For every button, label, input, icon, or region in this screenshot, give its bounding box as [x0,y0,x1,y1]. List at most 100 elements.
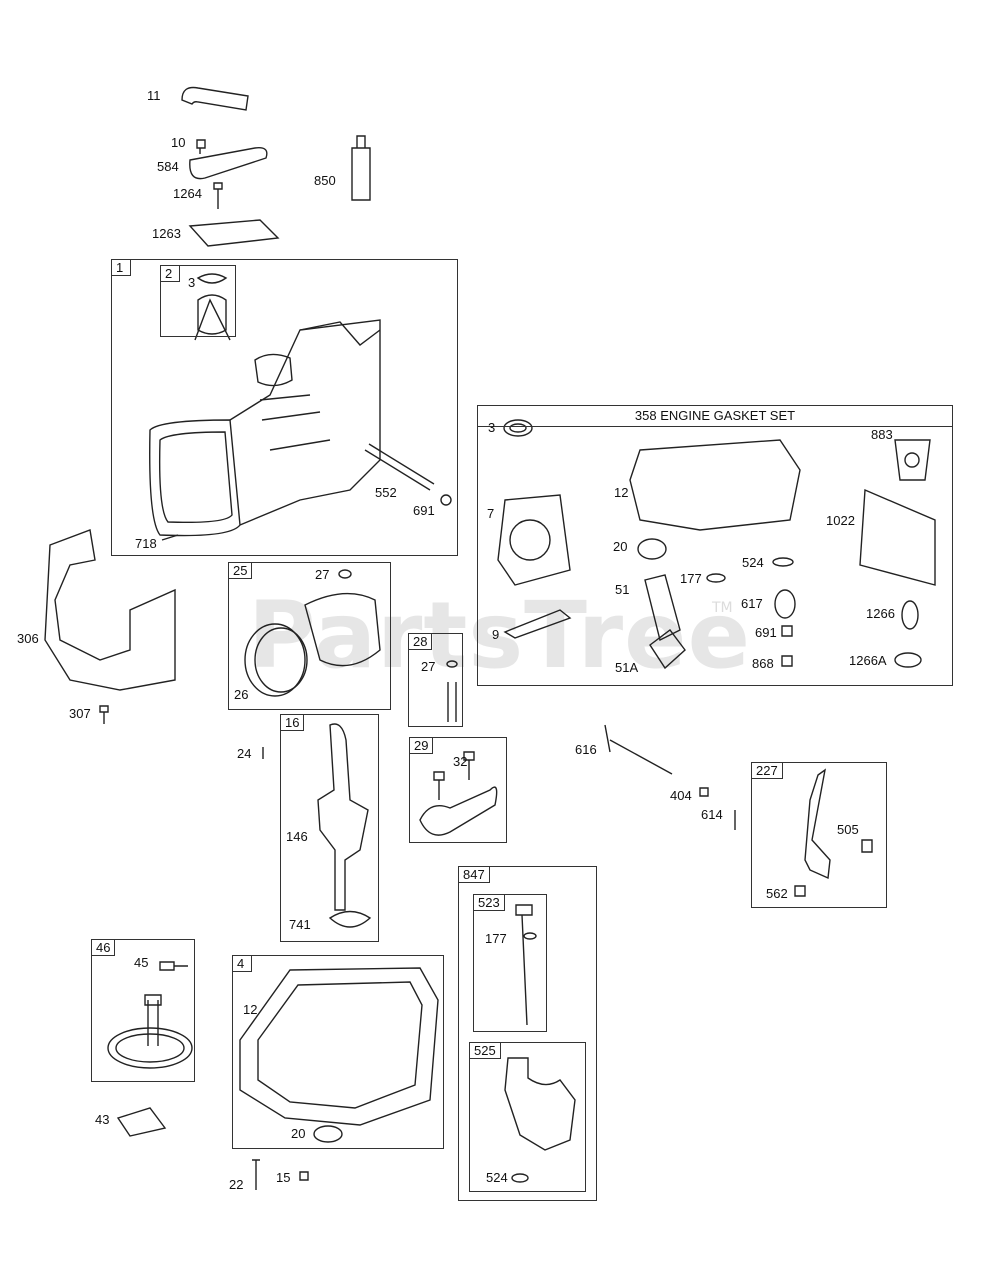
gasket-label-3: 3 [488,420,496,435]
part-label-20: 20 [291,1126,306,1141]
part-label-45: 45 [134,955,149,970]
assembly-box-227: 227 [751,762,887,908]
box-label-16: 16 [280,714,305,731]
dipstick-part-523 [515,904,533,1026]
part-label-15: 15 [276,1170,291,1185]
box-label-525: 525 [469,1042,501,1059]
box-label-523: 523 [473,894,505,911]
nut-part-691 [440,494,452,506]
assembly-box-523: 523 [473,894,547,1032]
part-label-146: 146 [286,829,308,844]
seal-part-g3 [503,419,533,437]
part-label-11: 11 [147,88,161,103]
sealant-part-850 [351,135,371,201]
gasket-part-g51 [644,574,681,642]
gasket-part-g1022 [859,488,936,586]
part-label-524: 524 [486,1170,508,1185]
tube-part-11 [181,86,249,111]
gasket-part-g883 [894,439,931,481]
part-label-26: 26 [234,687,249,702]
lever-part-227 [804,768,831,880]
part-label-10: 10 [171,135,186,150]
gasket-label-177: 177 [680,571,702,586]
oring-part-g617 [774,589,796,619]
gasket-label-524: 524 [742,555,764,570]
box-label-46: 46 [91,939,116,956]
part-label-3: 3 [188,275,196,290]
bracket-part-584 [189,147,268,180]
gasket-label-7: 7 [487,506,495,521]
assembly-box-2: 2 [160,265,236,337]
gear-part-741 [328,910,372,928]
governor-part-43 [116,1107,167,1137]
gasket-part-g51a [649,629,686,670]
cam-gear-part-46 [107,1027,193,1069]
screw-part-562 [794,885,806,897]
part-label-616: 616 [575,742,597,757]
assembly-box-16: 16 [280,714,379,942]
gasket-label-1022: 1022 [826,513,855,528]
gasket-label-883: 883 [871,427,893,442]
part-label-1264: 1264 [173,186,202,201]
bolt-part-32a [463,751,475,780]
part-label-584: 584 [157,159,179,174]
part-label-718: 718 [135,536,157,551]
box-label-4: 4 [232,955,252,972]
part-label-24: 24 [237,746,252,761]
part-label-741: 741 [289,917,311,932]
nut-part-g868 [781,655,793,667]
crankshaft-part-16 [317,723,369,911]
box-label-847: 847 [458,866,490,883]
part-label-1263: 1263 [152,226,181,241]
part-label-12: 12 [243,1002,258,1017]
gasket-label-1266a: 1266A [849,653,887,668]
part-label-43: 43 [95,1112,110,1127]
assembly-box-525: 525 [469,1042,586,1192]
pin-part-718 [161,534,179,541]
rod-part-616 [604,724,673,775]
box-label-25: 25 [228,562,253,579]
nut-part-404 [699,787,709,797]
assembly-box-847: 847 [458,866,597,1201]
nut-part-g691 [781,625,793,637]
oring-part-177 [523,932,537,940]
assembly-box-28: 28 [408,633,463,727]
oring-part-g524 [772,557,794,567]
box-label-1: 1 [111,259,131,276]
gasket-part-g7 [497,494,571,586]
gasket-label-617: 617 [741,596,763,611]
gasket-label-691: 691 [755,625,777,640]
piston-part-25 [304,592,381,667]
sump-part-4 [239,967,439,1126]
box-label-2: 2 [160,265,180,282]
part-label-307: 307 [69,706,91,721]
nut-part-15 [299,1171,309,1181]
oring-part-g1266 [901,600,919,630]
bolt-part-45 [159,961,188,971]
assembly-box-4: 4 [232,955,444,1149]
part-label-505: 505 [837,822,859,837]
gasket-part-g12 [629,439,801,531]
oring-part-524a [511,1173,529,1183]
assembly-box-1: 1 [111,259,458,556]
watermark-trademark: TM [712,600,733,616]
gasket-label-9: 9 [492,627,500,642]
box-label-227: 227 [751,762,783,779]
seal-part-g20 [637,538,667,560]
part-label-177: 177 [485,931,507,946]
bolt-part-22 [252,1159,260,1190]
gasket-label-20: 20 [613,539,628,554]
part-label-27: 27 [315,567,330,582]
assembly-box-46: 46 [91,939,195,1082]
cylinder-block-art [149,273,381,537]
part-label-22: 22 [229,1177,244,1192]
bolt-part-10 [196,139,206,154]
part-label-552: 552 [375,485,397,500]
pin-part-28 [447,682,457,722]
seal-part-20a [313,1125,343,1143]
shroud-part-306 [44,529,176,691]
part-label-27-pin: 27 [421,659,436,674]
tube-part-525 [504,1057,576,1151]
ring-part-26 [244,623,306,697]
